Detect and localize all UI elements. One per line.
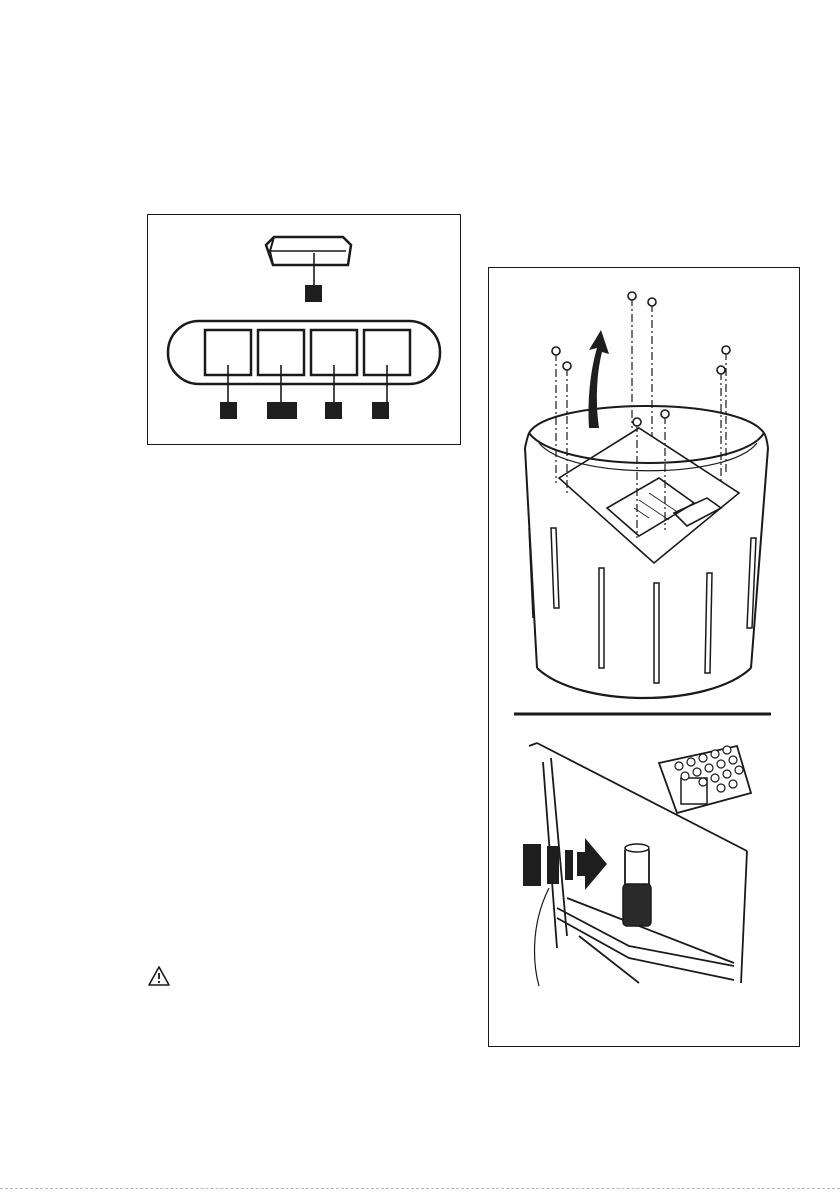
callout-key-1 <box>220 402 237 419</box>
page-bottom-rule <box>0 1188 840 1189</box>
key-2 <box>258 330 304 419</box>
hood-assembly-drawing <box>489 268 799 1046</box>
callout-key-2 <box>267 402 297 419</box>
chimney-slots <box>529 528 756 683</box>
push-arrow-icon <box>523 838 607 890</box>
motor-plate <box>559 428 739 563</box>
control-panel-figure <box>147 214 461 445</box>
chimney-cylinder <box>525 406 768 698</box>
screw-2 <box>648 298 656 436</box>
rocker-switch <box>266 237 351 302</box>
callout-key-4 <box>372 402 389 419</box>
hood-assembly-figure <box>488 267 800 1047</box>
lift-arrow-icon <box>588 330 609 428</box>
screw-7 <box>633 418 641 538</box>
callout-switch <box>305 285 322 302</box>
callout-key-3 <box>325 402 342 419</box>
screw-1 <box>628 292 636 428</box>
screw-6 <box>717 366 725 483</box>
key-4 <box>364 330 410 419</box>
key-3 <box>311 330 357 419</box>
latch-plunger <box>623 844 651 926</box>
key-1 <box>205 330 251 419</box>
warning-triangle-icon <box>147 965 171 987</box>
control-panel-drawing <box>148 215 460 444</box>
